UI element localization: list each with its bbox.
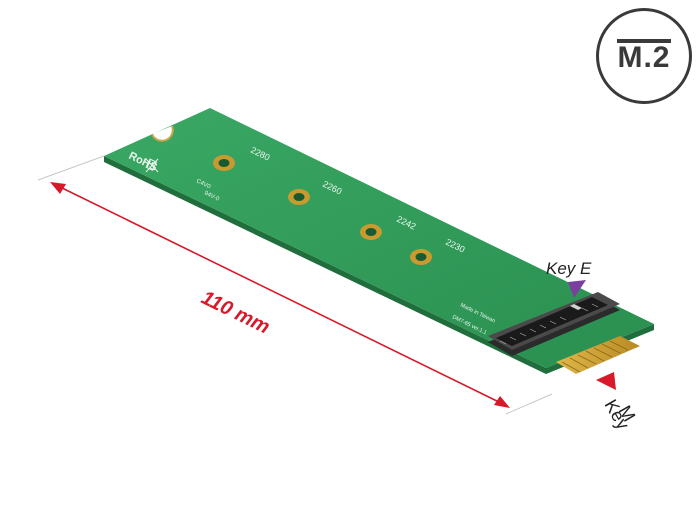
mounting-hole-2260 — [288, 189, 310, 205]
key-e-marker-icon — [568, 280, 586, 298]
m2-socket-key-e — [488, 292, 620, 356]
m2-badge-label: M.2 — [617, 39, 671, 74]
key-e-annotation: Key E — [546, 259, 592, 298]
m2-badge: M.2 — [596, 8, 692, 104]
mounting-hole-2242 — [360, 224, 382, 240]
mounting-hole-2280 — [213, 155, 235, 171]
dimension-label: 110 mm — [198, 287, 273, 339]
key-e-label: Key E — [546, 259, 592, 278]
key-m-annotation: Key M — [596, 372, 639, 433]
pcb-board: RoHS 2280 2260 2242 2230 C4V0 94V-0 Made… — [104, 108, 654, 374]
mounting-hole-2230 — [410, 249, 432, 265]
key-m-marker-icon — [596, 372, 616, 390]
weee-bin-icon — [145, 158, 159, 173]
